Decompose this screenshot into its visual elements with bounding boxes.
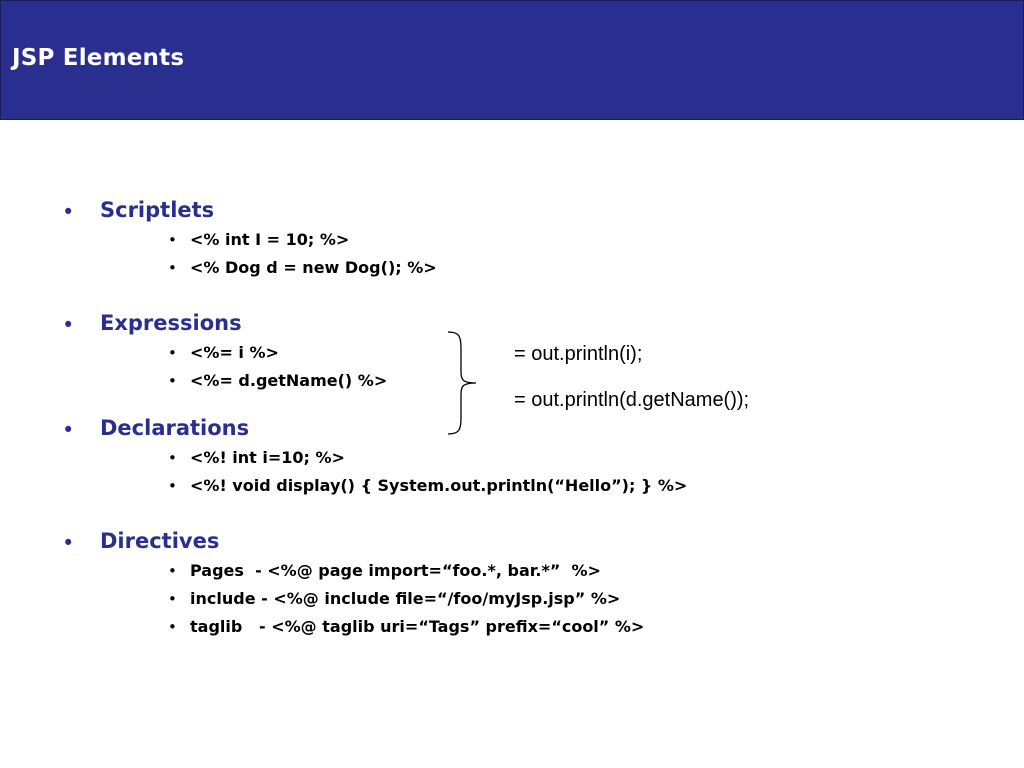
bullet-icon: • [168,344,177,362]
bullet-icon: • [62,313,75,337]
list-item: taglib - <%@ taglib uri=“Tags” prefix=“c… [190,617,645,636]
right-brace-icon [447,331,477,435]
section-heading-declarations: Declarations [100,416,250,440]
bullet-icon: • [62,418,75,442]
section-heading-expressions: Expressions [100,311,242,335]
bullet-icon: • [168,259,177,277]
bullet-icon: • [168,231,177,249]
slide-title: JSP Elements [12,45,185,71]
section-heading-scriptlets: Scriptlets [100,198,215,222]
section-heading-directives: Directives [100,529,220,553]
list-item: <%= d.getName() %> [190,371,388,390]
list-item: <%= i %> [190,343,279,362]
expression-equivalent: = out.println(d.getName()); [514,389,750,411]
expression-equivalent: = out.println(i); [514,343,643,365]
list-item: include - <%@ include file=“/foo/myJsp.j… [190,589,621,608]
bullet-icon: • [168,449,177,467]
bullet-icon: • [168,372,177,390]
bullet-icon: • [168,618,177,636]
bullet-icon: • [62,531,75,555]
title-bar: JSP Elements [0,0,1024,120]
list-item: <%! void display() { System.out.println(… [190,476,688,495]
bullet-icon: • [168,477,177,495]
bullet-icon: • [62,200,75,224]
bullet-icon: • [168,562,177,580]
bullet-icon: • [168,590,177,608]
list-item: <%! int i=10; %> [190,448,345,467]
list-item: Pages - <%@ page import=“foo.*, bar.*” %… [190,561,601,580]
list-item: <% int I = 10; %> [190,230,350,249]
list-item: <% Dog d = new Dog(); %> [190,258,437,277]
